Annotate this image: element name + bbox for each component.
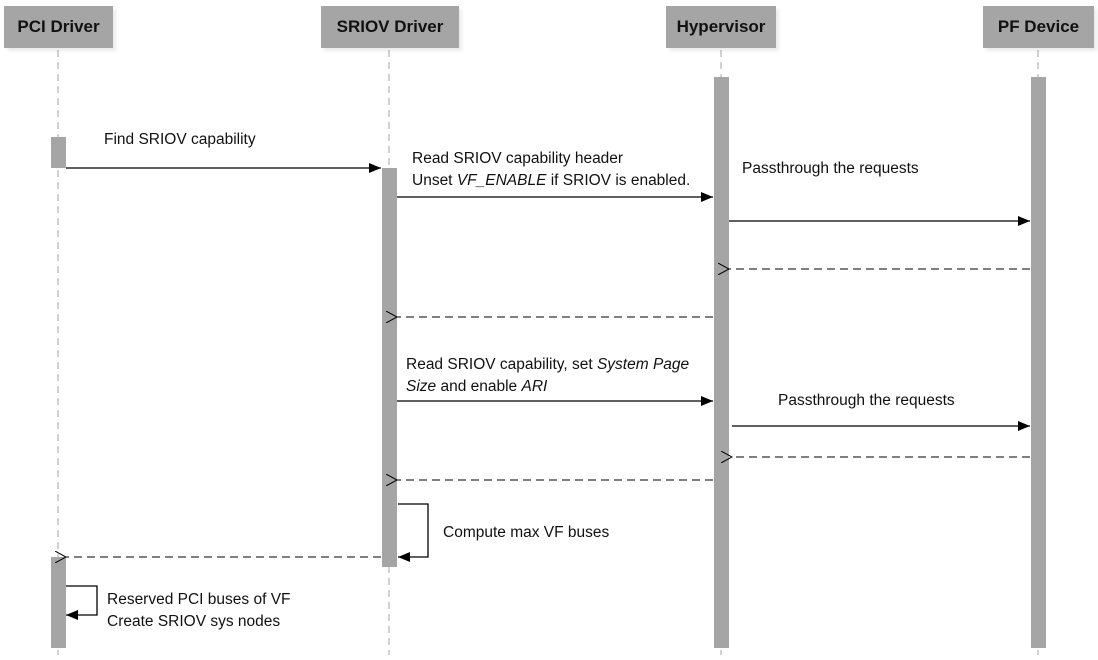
message-label-find-sriov: Find SRIOV capability (104, 129, 256, 151)
label-line: Create SRIOV sys nodes (107, 611, 291, 633)
label-text: Find SRIOV capability (104, 131, 256, 148)
participant-label: Hypervisor (676, 17, 766, 36)
message-label-passthrough-2: Passthrough the requests (778, 390, 955, 412)
label-line: Read SRIOV capability header (412, 148, 690, 170)
participant-pci-driver: PCI Driver (4, 6, 113, 48)
participant-label: PF Device (997, 17, 1080, 36)
label-text: Compute max VF buses (443, 524, 610, 541)
label-text: System Page (596, 356, 690, 373)
participant-label: SRIOV Driver (336, 17, 444, 36)
label-text: VF_ENABLE (456, 172, 547, 189)
label-text: if SRIOV is enabled. (546, 172, 691, 189)
participant-label: PCI Driver (17, 17, 100, 36)
label-text: ARI (521, 378, 548, 395)
activation-bar-sriov (382, 168, 397, 567)
label-line: Size and enable ARI (406, 376, 689, 398)
label-text: Create SRIOV sys nodes (107, 613, 281, 630)
self-message-arrow (398, 503, 429, 562)
activation-bar-pci (51, 557, 66, 648)
label-text: Size (406, 378, 437, 395)
label-line: Unset VF_ENABLE if SRIOV is enabled. (412, 170, 690, 192)
label-text: Read SRIOV capability header (412, 150, 624, 167)
participant-hypervisor: Hypervisor (666, 6, 776, 48)
label-text: Passthrough the requests (778, 392, 955, 409)
label-line: Reserved PCI buses of VF (107, 589, 291, 611)
label-text: and enable (436, 378, 522, 395)
message-label-reserve-buses: Reserved PCI buses of VF Create SRIOV sys… (107, 589, 291, 633)
label-text: Read SRIOV capability, set (406, 356, 597, 373)
label-text: Passthrough the requests (742, 160, 919, 177)
activation-bar-pf (1031, 77, 1046, 648)
participant-sriov-driver: SRIOV Driver (321, 6, 459, 48)
label-text: Unset (412, 172, 457, 189)
message-label-compute-vf-buses: Compute max VF buses (443, 522, 609, 544)
activation-bar-pci (51, 137, 66, 168)
activation-bar-hyp (714, 77, 729, 648)
label-line: Read SRIOV capability, set System Page (406, 354, 689, 376)
self-message-arrow (66, 585, 98, 620)
participant-pf-device: PF Device (983, 6, 1094, 48)
message-label-passthrough-1: Passthrough the requests (742, 158, 919, 180)
label-text: Reserved PCI buses of VF (107, 591, 291, 608)
